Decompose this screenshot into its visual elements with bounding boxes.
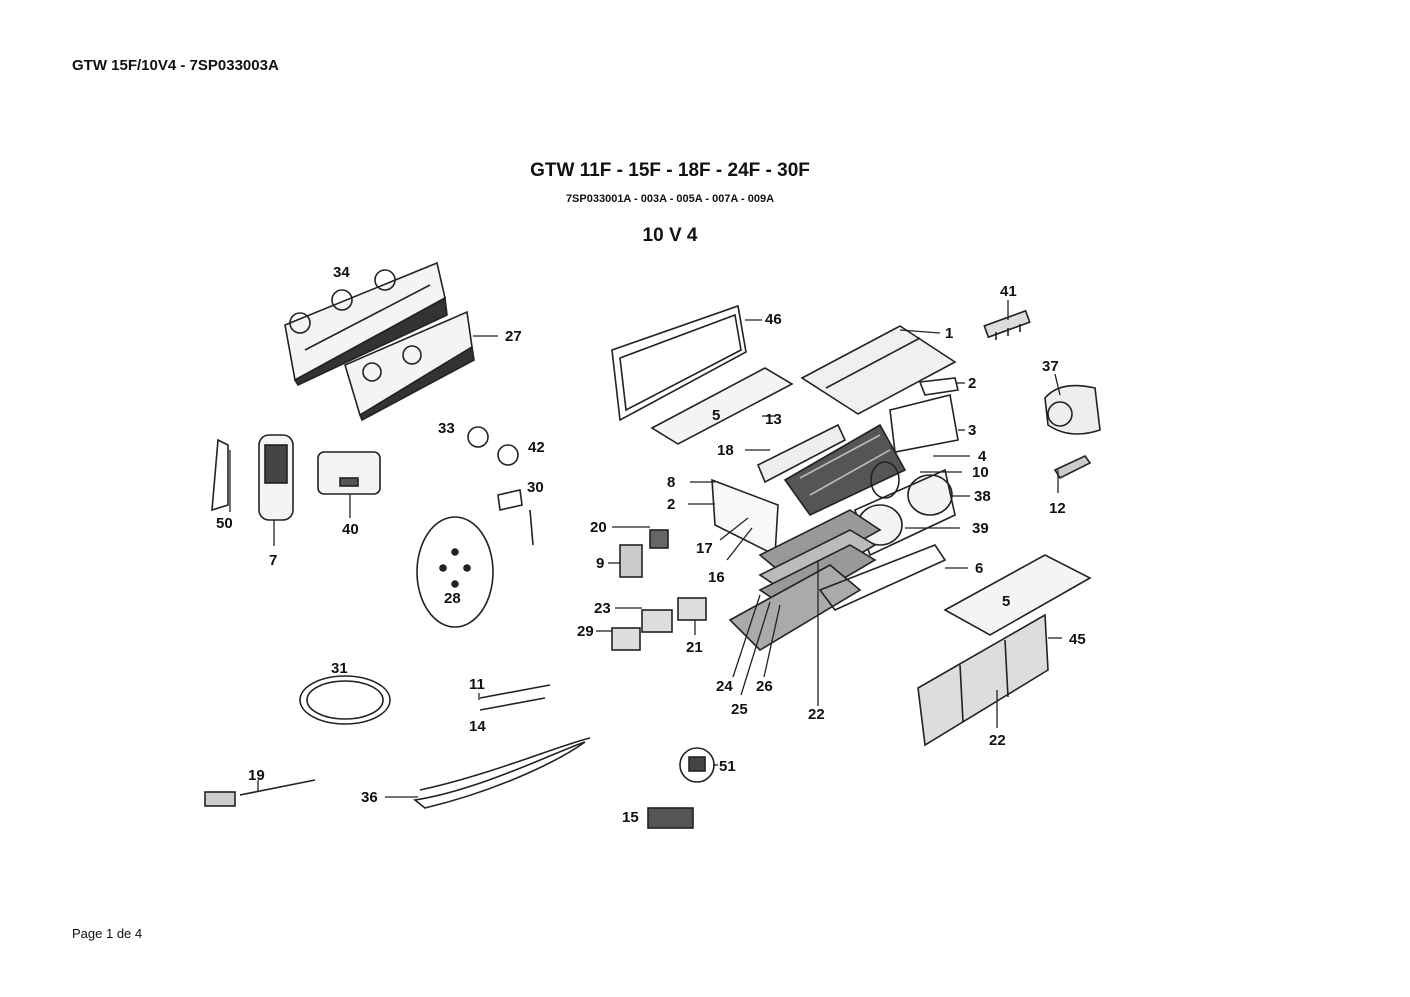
part-12-part	[1053, 454, 1092, 480]
part-label: 18	[717, 442, 734, 459]
part-41-manifold	[983, 309, 1031, 340]
part-36-cable	[413, 741, 586, 809]
part-labels: 34 27 46 1 41 2 37 3 5 13 33 42 18 4 10 …	[216, 264, 1086, 826]
part-5-plate-b	[943, 554, 1092, 636]
part-label: 7	[269, 552, 277, 569]
part-40-wall-panel	[317, 451, 381, 495]
part-label: 25	[731, 701, 748, 718]
part-label: 41	[1000, 283, 1017, 300]
part-11-sensor	[479, 684, 551, 699]
part-label: 10	[972, 464, 989, 481]
part-label: 39	[972, 520, 989, 537]
part-label: 20	[590, 519, 607, 536]
part-19-connector	[204, 791, 236, 807]
page-footer: Page 1 de 4	[72, 926, 143, 941]
part-label: 40	[342, 521, 359, 538]
part-label: 22	[989, 732, 1006, 749]
part-42-thermostat	[497, 444, 519, 466]
part-2-bar	[918, 377, 959, 396]
part-label: 45	[1069, 631, 1086, 648]
part-27-grille	[344, 310, 475, 422]
part-label: 24	[716, 678, 733, 695]
part-label: 50	[216, 515, 233, 532]
part-label: 46	[765, 311, 782, 328]
part-label: 37	[1042, 358, 1059, 375]
part-37-blower	[1044, 384, 1101, 435]
part-label: 2	[667, 496, 675, 513]
part-label: 15	[622, 809, 639, 826]
leader-lines	[229, 300, 1062, 798]
part-label: 17	[696, 540, 713, 557]
part-label: 16	[708, 569, 725, 586]
part-20-clip	[649, 529, 669, 549]
part-label: 13	[765, 411, 782, 428]
part-label: 38	[974, 488, 991, 505]
part-28-round-plate	[416, 516, 494, 628]
part-label: 34	[333, 264, 350, 281]
part-45-filter-frame	[917, 613, 1049, 747]
part-label: 42	[528, 439, 545, 456]
part-label: 33	[438, 420, 455, 437]
part-13-coil	[756, 423, 907, 517]
part-label: 27	[505, 328, 522, 345]
part-label: 31	[331, 660, 348, 677]
diagram-codes: 7SP033001A - 003A - 005A - 007A - 009A	[565, 193, 775, 205]
part-label: 9	[596, 555, 604, 572]
document-header: GTW 15F/10V4 - 7SP033003A	[72, 57, 279, 74]
part-label: 28	[444, 590, 461, 607]
diagram-title: GTW 11F - 15F - 18F - 24F - 30F	[530, 160, 810, 181]
part-6-drip-tray	[818, 544, 947, 611]
part-1-cover	[800, 325, 957, 415]
part-8-side-panel	[711, 478, 779, 557]
part-30-sensor	[497, 489, 523, 511]
part-label: 19	[248, 767, 265, 784]
part-31-cable	[299, 675, 391, 725]
part-34-grille	[284, 261, 448, 387]
part-51-module	[679, 747, 715, 783]
part-23-terminal	[641, 609, 673, 633]
part-label: 21	[686, 639, 703, 656]
part-9-box	[619, 544, 643, 578]
part-5-plate	[650, 367, 794, 445]
part-label: 29	[577, 623, 594, 640]
part-label: 5	[712, 407, 720, 424]
part-label: 36	[361, 789, 378, 806]
part-21-terminal	[677, 597, 707, 621]
part-33-thermostat	[467, 426, 489, 448]
part-14-sensor	[479, 697, 546, 711]
part-label: 11	[469, 676, 485, 693]
part-7-remote	[258, 434, 294, 521]
part-46-frame	[611, 304, 747, 422]
part-label: 26	[756, 678, 773, 695]
part-label: 12	[1049, 500, 1066, 517]
part-label: 1	[945, 325, 953, 342]
part-29-terminal	[611, 627, 641, 651]
part-50-bracket	[211, 438, 229, 512]
part-label: 6	[975, 560, 983, 577]
part-3-panel	[889, 394, 959, 453]
part-15-board	[647, 807, 694, 829]
part-label: 2	[968, 375, 976, 392]
part-label: 51	[719, 758, 736, 775]
diagram-variant: 10 V 4	[642, 225, 698, 246]
part-label: 4	[978, 448, 987, 465]
part-label: 3	[968, 422, 976, 439]
part-label: 8	[667, 474, 675, 491]
part-label: 22	[808, 706, 825, 723]
part-label: 5	[1002, 593, 1010, 610]
part-label: 30	[527, 479, 544, 496]
part-label: 23	[594, 600, 611, 617]
part-label: 14	[469, 718, 486, 735]
